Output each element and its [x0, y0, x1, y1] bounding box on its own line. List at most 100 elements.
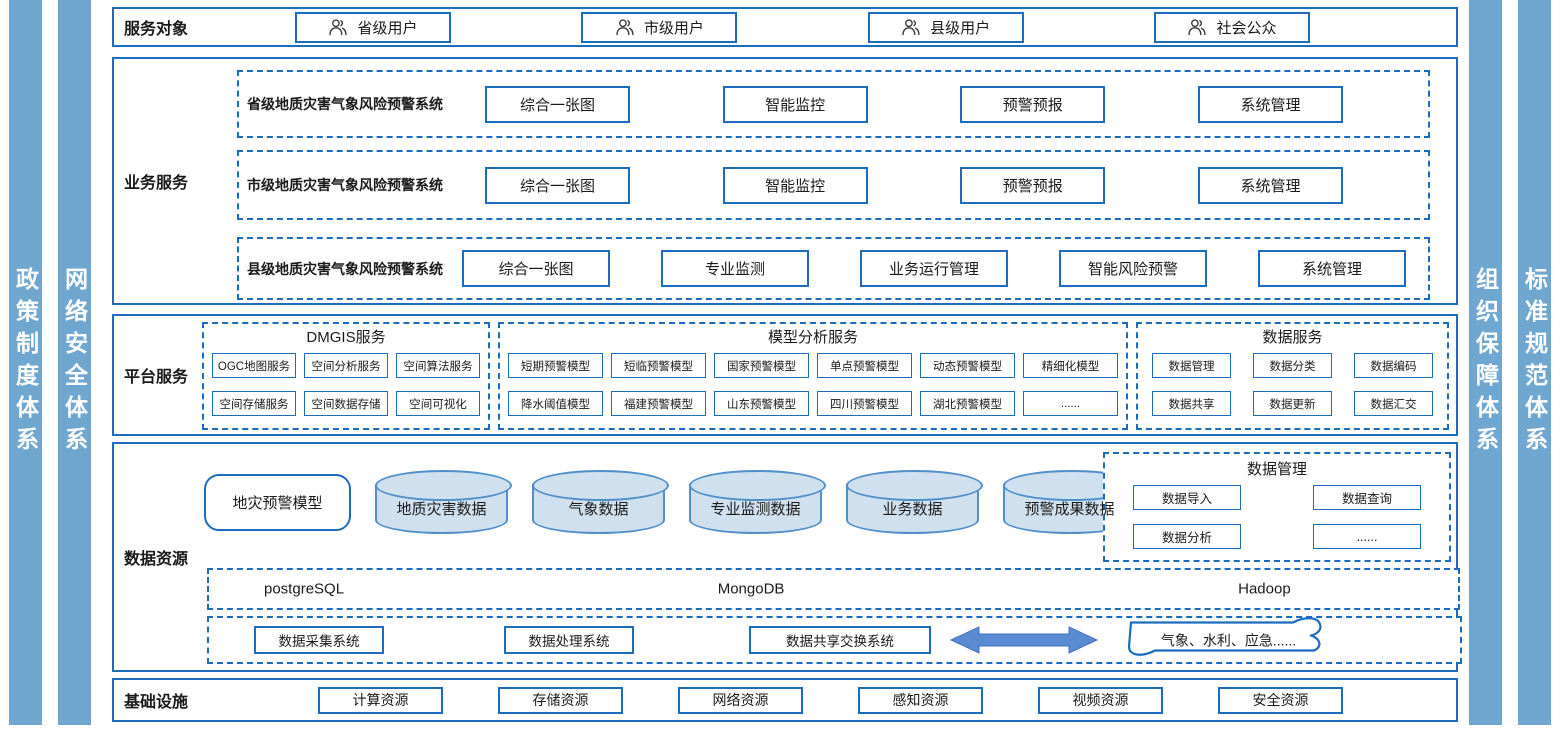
service-box: 空间分析服务 — [304, 353, 388, 378]
cylinder-label: 预警成果数据 — [1024, 500, 1115, 518]
service-box: 空间算法服务 — [396, 353, 480, 378]
section-business-services: 业务服务 省级地质灾害气象风险预警系统 综合一张图 智能监控 预警预报 系统管理… — [112, 57, 1458, 305]
module-box: 智能监控 — [722, 85, 868, 123]
data-management-box: 数据管理 数据导入 数据查询 数据分析 ...... — [1103, 452, 1451, 562]
resource-box-network: 网络资源 — [678, 686, 803, 714]
service-box: 四川预警模型 — [817, 391, 912, 416]
group-grid: 短期预警模型 短临预警模型 国家预警模型 单点预警模型 动态预警模型 精细化模型… — [508, 353, 1118, 416]
group-model-analysis-services: 模型分析服务 短期预警模型 短临预警模型 国家预警模型 单点预警模型 动态预警模… — [498, 322, 1128, 430]
database-label-postgresql: postgreSQL — [264, 580, 345, 598]
section-data-resources: 数据资源 地灾预警模型 地质灾害数据 气象数据 专业监测数据 业务数据 预警成果… — [112, 442, 1462, 672]
module-box: 智能监控 — [722, 166, 868, 204]
cylinder-label: 业务数据 — [882, 500, 943, 518]
module-row: 综合一张图 智能监控 预警预报 系统管理 — [485, 152, 1343, 218]
service-box: 山东预警模型 — [714, 391, 809, 416]
system-name: 县级地质灾害气象风险预警系统 — [247, 260, 443, 277]
pillar-label: 网络安全体系 — [61, 266, 88, 459]
service-box: 单点预警模型 — [817, 353, 912, 378]
service-box: 湖北预警模型 — [920, 391, 1015, 416]
section-infrastructure: 基础设施 计算资源 存储资源 网络资源 感知资源 视频资源 安全资源 — [112, 678, 1458, 722]
group-grid: OGC地图服务 空间分析服务 空间算法服务 空间存储服务 空间数据存储 空间可视… — [212, 353, 480, 416]
databases-row: postgreSQL MongoDB Hadoop — [207, 568, 1460, 610]
pillar-label: 政策制度体系 — [12, 266, 39, 459]
pillar-label: 标准规范体系 — [1521, 266, 1548, 459]
group-title: 模型分析服务 — [767, 329, 858, 346]
user-group-city: 市级用户 — [581, 11, 738, 43]
service-box: 短临预警模型 — [611, 353, 706, 378]
user-group-label: 县级用户 — [930, 19, 991, 37]
resource-box-compute: 计算资源 — [318, 686, 443, 714]
database-cylinder-business: 业务数据 — [846, 470, 983, 534]
cylinder-label: 气象数据 — [568, 500, 629, 518]
user-group-public: 社会公众 — [1153, 11, 1310, 43]
service-box: 降水阈值模型 — [508, 391, 603, 416]
service-box: 数据分类 — [1253, 353, 1332, 378]
system-name: 省级地质灾害气象风险预警系统 — [247, 96, 443, 112]
service-box: 数据汇交 — [1354, 391, 1433, 416]
pillar-label: 组织保障体系 — [1472, 266, 1499, 459]
disaster-warning-model-box: 地灾预警模型 — [204, 473, 351, 531]
module-box: 系统管理 — [1197, 85, 1343, 123]
user-icon — [902, 19, 920, 36]
section-title: 业务服务 — [124, 175, 189, 192]
group-title: DMGIS服务 — [306, 329, 386, 346]
service-box: 福建预警模型 — [611, 391, 706, 416]
module-box: 综合一张图 — [485, 85, 630, 123]
pillar-policy-system: 政策制度体系 — [9, 0, 42, 725]
user-icon — [1188, 19, 1207, 36]
module-box: 智能风险预警 — [1059, 250, 1207, 287]
service-box: 短期预警模型 — [508, 353, 603, 378]
service-box: 数据导入 — [1133, 485, 1241, 510]
module-box: 综合一张图 — [462, 250, 610, 287]
user-icon — [329, 19, 348, 36]
resource-box-video: 视频资源 — [1038, 686, 1163, 714]
system-city-warning: 市级地质灾害气象风险预警系统 综合一张图 智能监控 预警预报 系统管理 — [237, 150, 1430, 220]
module-row: 综合一张图 专业监测 业务运行管理 智能风险预警 系统管理 — [462, 239, 1406, 298]
system-box-data-collection: 数据采集系统 — [254, 626, 384, 654]
infrastructure-row: 计算资源 存储资源 网络资源 感知资源 视频资源 安全资源 — [318, 680, 1343, 720]
service-box: 空间存储服务 — [212, 391, 296, 416]
service-box: OGC地图服务 — [212, 353, 296, 378]
section-title: 基础设施 — [124, 694, 189, 711]
system-box-data-processing: 数据处理系统 — [504, 626, 634, 654]
database-cylinder-monitoring: 专业监测数据 — [689, 470, 826, 534]
module-box: 业务运行管理 — [860, 250, 1008, 287]
service-box: 空间可视化 — [396, 391, 480, 416]
service-box: 数据更新 — [1253, 391, 1332, 416]
section-title: 平台服务 — [124, 369, 189, 386]
user-icon — [616, 19, 634, 36]
system-county-warning: 县级地质灾害气象风险预警系统 综合一张图 专业监测 业务运行管理 智能风险预警 … — [237, 237, 1430, 300]
cylinder-label: 地质灾害数据 — [396, 500, 487, 518]
group-grid: 数据管理 数据分类 数据编码 数据共享 数据更新 数据汇交 — [1146, 353, 1439, 416]
service-box: 数据共享 — [1152, 391, 1231, 416]
system-name: 市级地质灾害气象风险预警系统 — [247, 177, 443, 193]
pillar-organization-guarantee-system: 组织保障体系 — [1469, 0, 1502, 725]
section-title: 服务对象 — [124, 21, 189, 38]
user-group-label: 市级用户 — [643, 19, 704, 37]
pillar-network-security-system: 网络安全体系 — [58, 0, 91, 725]
pillar-standards-system: 标准规范体系 — [1518, 0, 1551, 725]
section-service-targets: 服务对象 省级用户 市级用户 县级用户 社会公众 — [112, 7, 1458, 47]
user-group-county: 县级用户 — [867, 11, 1024, 43]
section-platform-services: 平台服务 DMGIS服务 OGC地图服务 空间分析服务 空间算法服务 空间存储服… — [112, 314, 1458, 436]
module-box: 综合一张图 — [485, 166, 630, 204]
user-group-province: 省级用户 — [295, 11, 451, 43]
module-box: 预警预报 — [960, 166, 1106, 204]
external-sources-label: 气象、水利、应急...... — [1160, 632, 1297, 648]
service-box: 动态预警模型 — [920, 353, 1015, 378]
section-title: 数据资源 — [124, 551, 189, 568]
group-title: 数据服务 — [1262, 329, 1323, 346]
system-province-warning: 省级地质灾害气象风险预警系统 综合一张图 智能监控 预警预报 系统管理 — [237, 70, 1430, 138]
resource-box-security: 安全资源 — [1218, 686, 1343, 714]
service-box: 空间数据存储 — [304, 391, 388, 416]
double-arrow-icon — [949, 626, 1099, 654]
service-box: 国家预警模型 — [714, 353, 809, 378]
system-box-data-sharing-exchange: 数据共享交换系统 — [749, 626, 931, 654]
database-cylinder-geologic: 地质灾害数据 — [375, 470, 512, 534]
database-label-hadoop: Hadoop — [1238, 580, 1291, 598]
external-sources-scroll: 气象、水利、应急...... — [1121, 616, 1336, 665]
module-box: 系统管理 — [1258, 250, 1406, 287]
module-box: 预警预报 — [960, 85, 1106, 123]
user-group-label: 社会公众 — [1216, 19, 1277, 37]
scroll-shape-icon — [1127, 617, 1322, 656]
